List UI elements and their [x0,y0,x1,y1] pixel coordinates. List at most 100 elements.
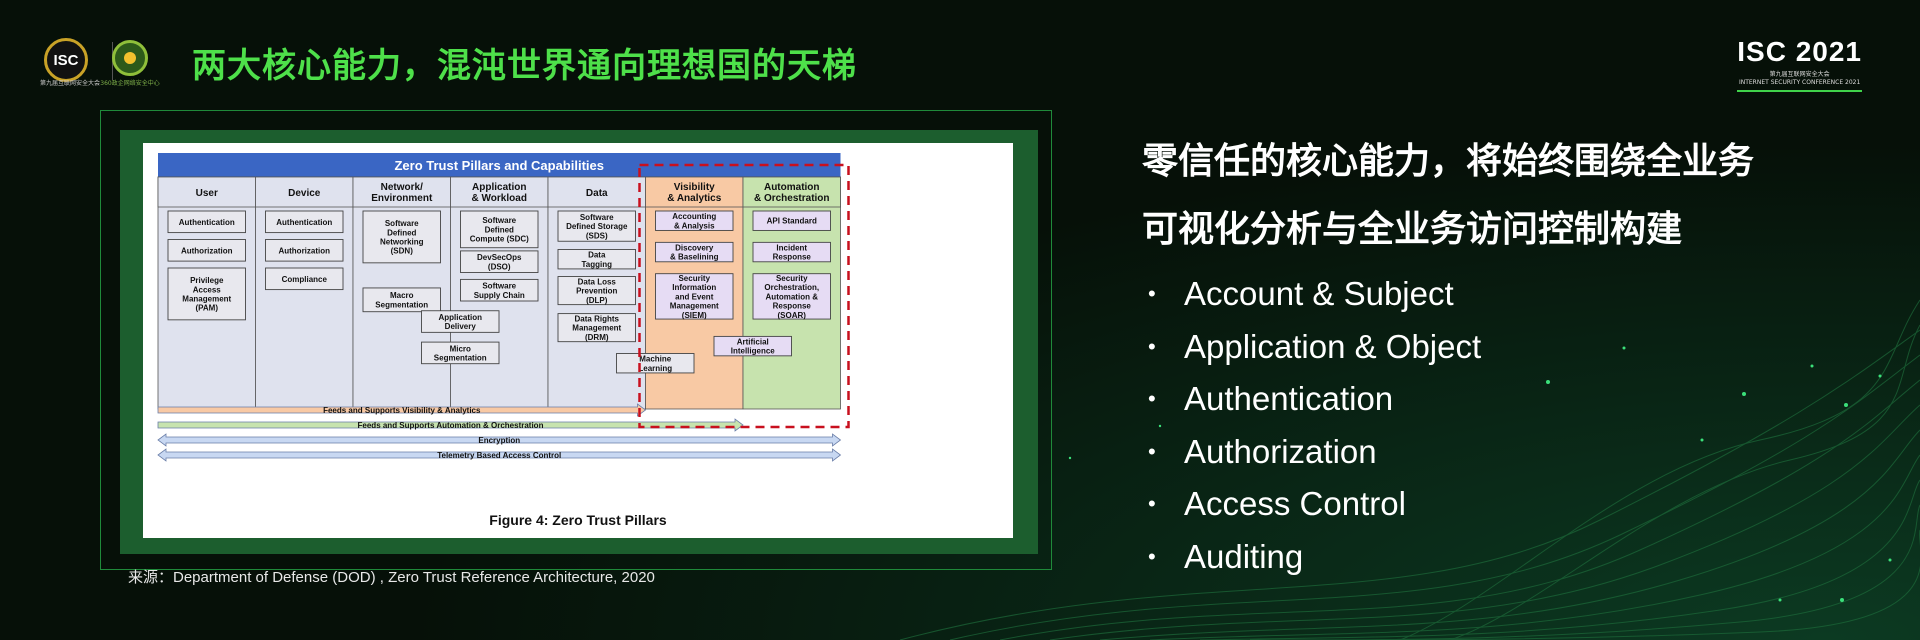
capability-box-label: Management [572,324,621,333]
capability-box-label: (DSO) [488,262,511,271]
capability-box-label: & Analysis [674,221,715,230]
capability-box-label: Defined [387,228,416,237]
capability-box-label: Learning [638,364,672,373]
pillar-header-label: Visibility [674,182,715,193]
pillar-header-label: & Orchestration [754,193,830,204]
capability-box [713,335,792,357]
capability-arrow [157,433,842,447]
capability-box [362,210,441,264]
pillar-header [645,176,744,208]
brand-sub-cn: 第九届互联网安全大会 [1769,71,1830,78]
capability-box [460,278,539,302]
capability-box-label: Automation & [766,292,819,301]
capability-box-label: (SDS) [586,231,608,240]
list-item-label: Access Control [1184,485,1406,522]
capability-box-label: (DLP) [586,296,608,305]
list-item-label: Application & Object [1184,327,1482,365]
capability-box-label: Authorization [181,246,233,255]
capability-box-label: Data [588,251,606,260]
bullet-dot: • [1148,438,1156,464]
isc-2021-brand: ISC 2021 第九届互联网安全大会 INTERNET SECURITY CO… [1737,36,1862,92]
bullet-dot: • [1148,543,1156,569]
headline-line-1: 零信任的核心能力，将始终围绕全业务 [1142,141,1755,182]
capability-box [655,273,734,320]
capability-box-label: Authentication [276,218,332,227]
capability-box-label: Incident [776,243,807,252]
capability-box-label: Response [773,302,812,311]
capability-box-label: Segmentation [375,300,428,309]
list-item: •Account & Subject [1148,268,1481,321]
brand-underline [1737,90,1862,92]
list-item: •Authorization [1148,426,1481,479]
pillar-header-label: Network/ [381,182,423,193]
bullet-dot: • [1148,333,1156,359]
capability-box-label: Prevention [576,287,617,296]
capability-box-label: Defined [485,225,514,234]
capability-box-label: Macro [390,291,414,300]
capability-box [265,239,344,262]
capability-box-label: (DRM) [585,333,609,342]
headline-line-2: 可视化分析与全业务访问控制构建 [1142,209,1683,250]
diagram-banner-title: Zero Trust Pillars and Capabilities [394,158,604,173]
brand-name: ISC 2021 [1737,36,1862,67]
capability-box [557,249,636,270]
capability-box-label: Privilege [190,276,224,285]
pillar-header [450,176,549,208]
capability-box-label: Security [678,274,710,283]
list-item: • Auditing [1148,531,1481,584]
capability-box-label: Security [776,274,808,283]
capability-box-label: Management [670,302,719,311]
pillar-header-label: Device [288,188,321,199]
capability-box-label: Management [182,295,231,304]
capability-box [421,310,500,333]
capability-box-label: Data Loss [578,277,617,286]
capability-box-label: Application [438,313,482,322]
capability-box-label: and Event [675,292,714,301]
figure-caption: Figure 4: Zero Trust Pillars [489,512,667,528]
highlight-dashed-box [638,163,850,429]
pillar-header-label: Environment [371,193,433,204]
capability-box [655,210,734,231]
list-item: • Application & Object [1148,321,1481,374]
capability-box-label: Supply Chain [474,291,525,300]
pillar-header [255,176,354,208]
list-item-label: Authentication [1184,380,1394,417]
capability-box-label: Data Rights [575,314,620,323]
capability-arrow [157,418,744,432]
pillar-header-label: User [196,188,218,199]
pillar-header [157,176,256,208]
capability-box-label: Software [482,216,516,225]
capability-box-label: Software [482,282,516,291]
capability-box-label: Software [385,219,419,228]
capability-box-label: Machine [639,355,672,364]
capability-box-label: Authentication [179,218,235,227]
capability-box-label: DevSecOps [477,253,522,262]
capability-box [557,313,636,343]
bullet-dot: • [1148,491,1156,516]
capability-box-label: API Standard [767,217,817,226]
capability-box-label: (SIEM) [682,311,707,320]
isc-logo-caption: 第九届互联网安全大会 [40,80,101,87]
capability-box [655,241,734,263]
pillar-header [547,176,646,208]
capability-box-label: Networking [380,238,424,247]
pillar-header-label: & Analytics [667,193,722,204]
capability-arrow-label: Feeds and Supports Visibility & Analytic… [323,406,481,415]
capability-arrow-label: Telemetry Based Access Control [437,451,561,460]
capability-box-label: Compliance [282,275,328,284]
pillar-header-label: & Workload [472,193,527,204]
partner-logo-mark [124,52,136,64]
capability-box-label: Segmentation [434,354,487,363]
capability-box-label: Tagging [581,260,612,269]
capability-box-label: Discovery [675,243,714,252]
capability-box [460,210,539,249]
list-item-label: Auditing [1184,537,1304,575]
capability-box [167,267,246,321]
pillar-header [742,176,841,208]
capability-box [362,287,441,313]
capability-arrow-label: Encryption [478,436,520,445]
capability-box-label: (PAM) [195,304,218,313]
capability-box-label: Orchestration, [764,283,819,292]
